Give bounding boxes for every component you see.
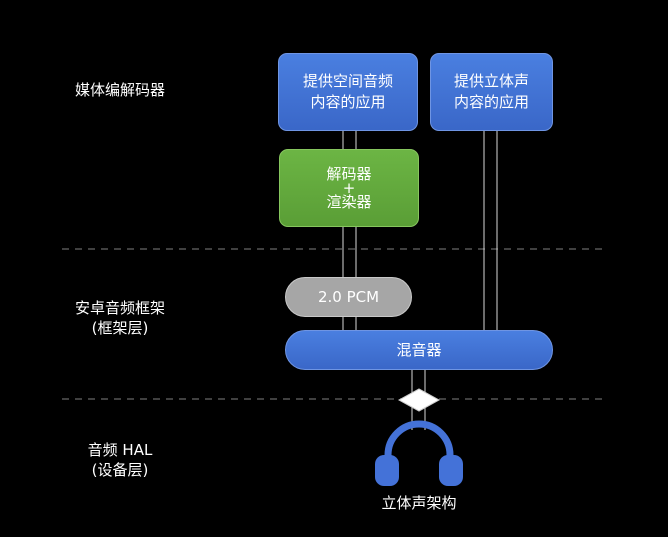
layer-label-framework-line-2: (框架层) [91, 319, 149, 337]
stereo-app-line-2: 内容的应用 [453, 93, 529, 111]
output-caption: 立体声架构 [381, 494, 457, 512]
layer-label-framework: 安卓音频框架 (框架层) [62, 298, 178, 338]
layer-label-hal-line-2: (设备层) [91, 461, 149, 479]
layer-label-hal: 音频 HAL (设备层) [62, 440, 178, 480]
decoder-renderer-box: 解码器 + 渲染器 [279, 149, 419, 227]
layer-label-framework-line-1: 安卓音频框架 [74, 299, 165, 317]
layer-label-codec: 媒体编解码器 [62, 80, 178, 100]
decoder-label: 解码器 [326, 165, 372, 183]
stereo-app-line-1: 提供立体声 [453, 72, 529, 90]
headphones-icon [375, 420, 463, 486]
pcm-label: 2.0 PCM [317, 287, 380, 306]
pcm-badge: 2.0 PCM [285, 277, 412, 317]
spatial-audio-app-box: 提供空间音频 内容的应用 [278, 53, 418, 131]
spatial-audio-app-line-2: 内容的应用 [310, 93, 386, 111]
junction-diamond [397, 388, 441, 412]
spatial-audio-app-line-1: 提供空间音频 [302, 72, 393, 90]
plus-label: + [342, 179, 356, 197]
stereo-app-box: 提供立体声 内容的应用 [430, 53, 553, 131]
layer-label-hal-line-1: 音频 HAL [87, 441, 153, 459]
layer-label-codec-line-1: 媒体编解码器 [74, 81, 165, 99]
renderer-label: 渲染器 [326, 193, 372, 211]
mixer-box: 混音器 [285, 330, 553, 370]
mixer-label: 混音器 [396, 340, 442, 359]
